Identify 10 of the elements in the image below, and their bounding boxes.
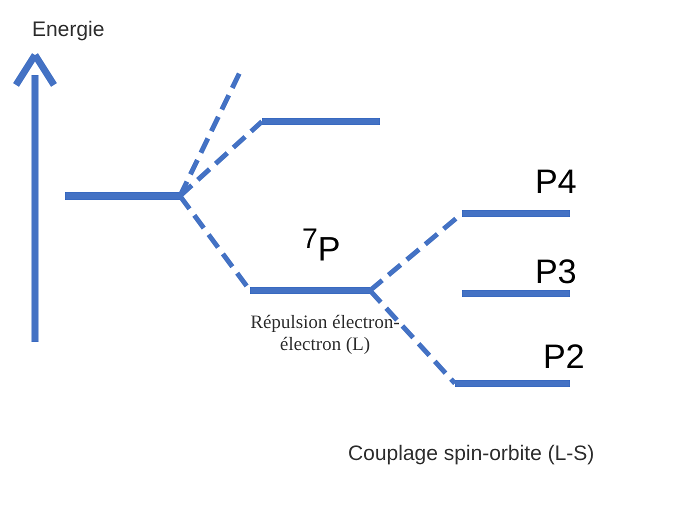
level-label: P4 (535, 165, 577, 199)
dashed-connector (368, 288, 457, 386)
process-label: Répulsion électron-électron (L) (250, 312, 400, 356)
level-label: $^{7}$P (302, 225, 340, 266)
energy-level-bar (262, 118, 380, 125)
process-label: Couplage spin-orbite (L-S) (348, 442, 596, 466)
level-label: P3 (535, 255, 577, 289)
axis-label: Energie (32, 18, 104, 42)
energy-level-bar (65, 192, 180, 200)
level-label: P2 (543, 340, 585, 374)
